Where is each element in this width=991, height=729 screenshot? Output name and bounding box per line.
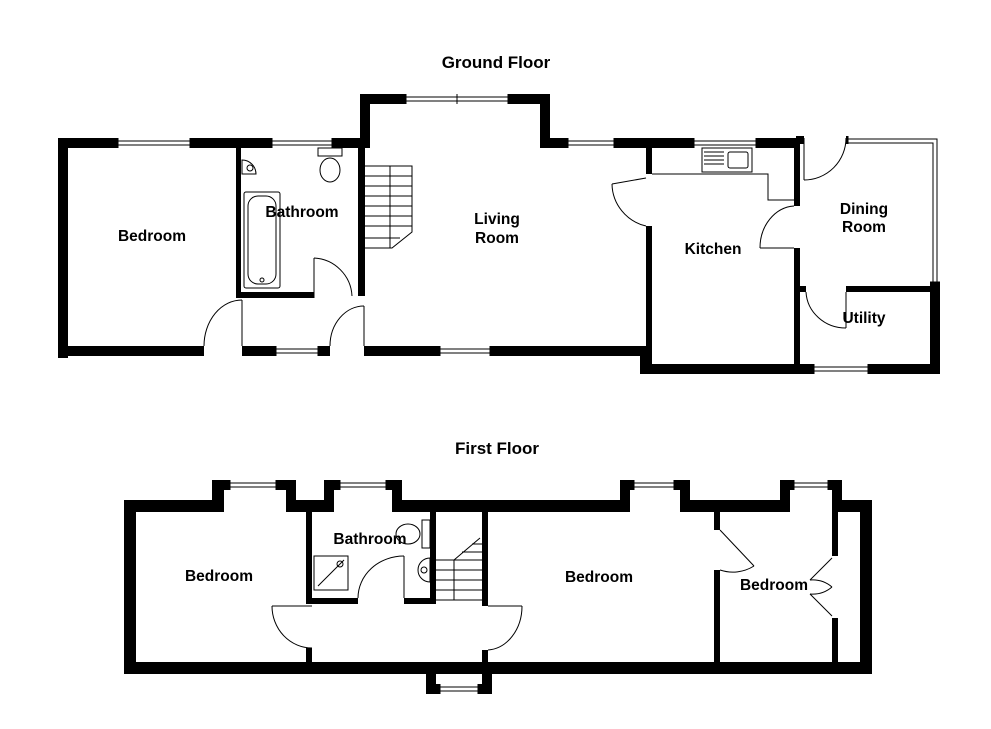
- first-floor: First Floor: [124, 439, 872, 694]
- room-label-bathroom-first: Bathroom: [333, 531, 406, 548]
- first-floor-title: First Floor: [455, 439, 539, 458]
- kitchen-worktop: [652, 147, 794, 201]
- shower: [313, 555, 349, 591]
- room-label-bedroom-right: Bedroom: [740, 577, 808, 594]
- room-label-dining-line2: Room: [842, 219, 886, 236]
- door: [271, 604, 313, 649]
- window: [813, 364, 869, 374]
- ground-floor-title: Ground Floor: [442, 53, 551, 72]
- door: [313, 257, 358, 298]
- window: [117, 138, 191, 148]
- first-floor-windows: [229, 480, 829, 694]
- room-label-bathroom: Bathroom: [265, 204, 338, 221]
- room-label-living-line2: Room: [475, 230, 519, 247]
- ground-staircase: [365, 165, 413, 249]
- basin: [417, 557, 431, 583]
- door: [329, 305, 365, 356]
- first-floor-doors: [271, 529, 838, 651]
- window: [567, 138, 615, 148]
- door: [714, 529, 755, 573]
- door: [809, 556, 838, 618]
- door: [357, 555, 405, 604]
- room-label-utility: Utility: [842, 310, 885, 327]
- room-label-bedroom-middle: Bedroom: [565, 569, 633, 586]
- window: [439, 684, 479, 694]
- basin: [241, 159, 257, 175]
- window: [405, 94, 509, 104]
- window: [793, 480, 829, 490]
- room-label-living-line1: Living: [474, 211, 520, 228]
- window: [339, 480, 387, 490]
- ground-floor-windows: [117, 94, 940, 374]
- first-floor-walls: [124, 480, 872, 694]
- window: [439, 346, 491, 356]
- window: [275, 346, 319, 356]
- ground-floor: Ground Floor: [58, 53, 940, 374]
- door: [203, 299, 243, 356]
- room-label-kitchen: Kitchen: [685, 241, 742, 258]
- door: [805, 286, 847, 329]
- door: [482, 605, 523, 651]
- ground-floor-doors: [203, 136, 847, 356]
- room-label-bedroom: Bedroom: [118, 228, 186, 245]
- door: [803, 136, 847, 181]
- window: [271, 138, 333, 148]
- toilet: [395, 519, 431, 549]
- room-label-bedroom-left: Bedroom: [185, 568, 253, 585]
- window: [847, 136, 940, 283]
- room-label-dining-line1: Dining: [840, 201, 888, 218]
- window: [633, 480, 675, 490]
- window: [229, 480, 277, 490]
- bathtub: [243, 191, 281, 289]
- window: [693, 138, 757, 148]
- toilet: [317, 147, 343, 183]
- first-staircase: [436, 537, 482, 601]
- door: [611, 174, 652, 227]
- door: [759, 205, 800, 249]
